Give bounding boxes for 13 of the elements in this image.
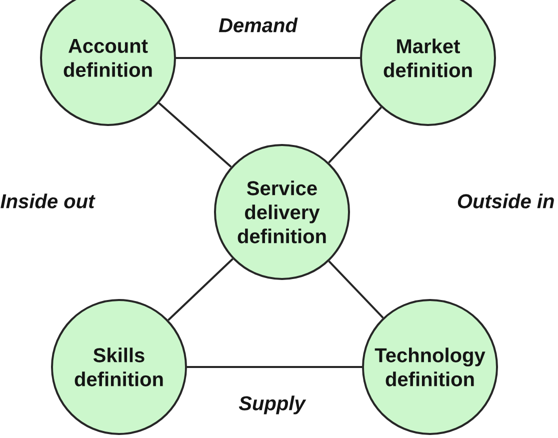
connector-line [328, 106, 382, 164]
connector-line [176, 57, 360, 59]
side-label: Demand [218, 18, 298, 32]
circle-node: Skills definition [51, 299, 187, 435]
connector-line [168, 258, 234, 321]
connector-line [187, 366, 362, 368]
circle-node: Service delivery definition [214, 144, 350, 280]
side-label: Supply [238, 396, 306, 414]
connector-line [328, 260, 384, 318]
connector-line [158, 102, 232, 168]
circle-node: Technology definition [362, 299, 498, 435]
side-label: Inside out [0, 194, 96, 208]
side-label: Outside in [458, 194, 554, 208]
